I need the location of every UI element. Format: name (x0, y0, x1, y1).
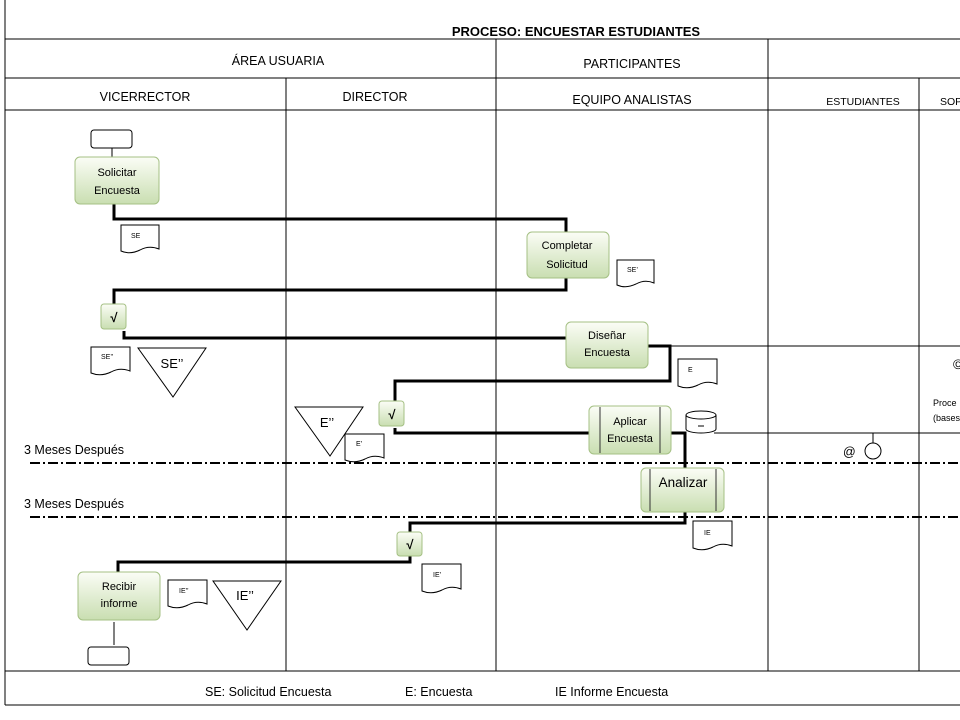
document-e-label: E (688, 367, 693, 374)
process-completar-line1: Completar (542, 240, 593, 252)
document-e-prime-label: E’ (356, 441, 363, 448)
archive-se-double-label: SE’’ (161, 356, 184, 371)
database-icon (685, 410, 717, 434)
table-grid (4, 0, 960, 706)
document-se-label: SE (131, 233, 141, 240)
lane-header-estudiantes: ESTUDIANTES (826, 96, 900, 108)
process-analizar-label: Analizar (659, 475, 708, 490)
archive-se-double: SE’’ (137, 347, 207, 398)
document-ie-prime: IE’ (421, 563, 462, 594)
process-completar-line2: Solicitud (546, 259, 588, 271)
process-solicitar-line1: Solicitar (97, 167, 136, 179)
document-se-prime: SE’ (616, 259, 655, 288)
process-aplicar-line2: Encuesta (607, 433, 654, 445)
lane-header-vicerrector: VICERRECTOR (100, 90, 191, 104)
soporte-symbol: © (953, 356, 960, 372)
document-se-double-label: SE’’ (101, 354, 114, 361)
process-recibir-line1: Recibir (102, 581, 137, 593)
check-mark-2: √ (388, 407, 396, 422)
header-area-usuaria: ÁREA USUARIA (232, 53, 325, 68)
timeline-dividers (30, 462, 960, 518)
header-participantes: PARTICIPANTES (583, 57, 680, 71)
process-solicitar-line2: Encuesta (94, 185, 141, 197)
lane-header-equipo-analistas: EQUIPO ANALISTAS (572, 93, 691, 107)
check-box-1: √ (100, 303, 127, 330)
timeline-label-2: 3 Meses Después (24, 497, 124, 511)
process-recibir-line2: informe (101, 598, 138, 610)
lane-header-soporte: SOP (940, 96, 960, 108)
process-completar-solicitud: Completar Solicitud (526, 231, 610, 279)
archive-e-double-label: E’’ (320, 415, 334, 430)
check-box-2: √ (378, 400, 405, 427)
archive-e-double: E’’ (294, 406, 364, 457)
timeline-label-1: 3 Meses Después (24, 443, 124, 457)
process-disenar-line1: Diseñar (588, 330, 626, 342)
connector-at-symbol: @ (843, 445, 856, 459)
archive-ie-double-label: IE’’ (236, 588, 254, 603)
process-recibir-informe: Recibir informe (77, 571, 161, 621)
start-terminator (90, 129, 133, 149)
check-box-3: √ (396, 531, 423, 557)
check-mark-3: √ (406, 537, 414, 552)
process-title: PROCESO: ENCUESTAR ESTUDIANTES (452, 24, 701, 39)
connector-circle (864, 442, 882, 460)
check-mark-1: √ (110, 310, 118, 325)
process-aplicar-encuesta: Aplicar Encuesta (588, 405, 672, 455)
document-e-prime: E’ (344, 433, 385, 463)
thin-connectors (111, 148, 960, 645)
document-ie-prime-label: IE’ (433, 572, 442, 579)
document-ie-double-label: IE’’ (179, 588, 189, 595)
archive-ie-double: IE’’ (212, 580, 282, 631)
legend-e: E: Encuesta (405, 685, 472, 699)
process-aplicar-line1: Aplicar (613, 416, 647, 428)
legend-ie: IE Informe Encuesta (555, 685, 668, 699)
process-disenar-line2: Encuesta (584, 347, 631, 359)
soporte-note-line2: (bases (933, 413, 960, 423)
document-ie-double: IE’’ (167, 579, 208, 609)
process-solicitar-encuesta: Solicitar Encuesta (74, 156, 160, 205)
end-terminator (87, 646, 130, 666)
document-e: E (677, 358, 718, 389)
soporte-note-line1: Proce (933, 398, 957, 408)
process-analizar: Analizar (640, 467, 725, 513)
lane-header-director: DIRECTOR (342, 90, 407, 104)
document-se: SE (120, 224, 160, 254)
process-disenar-encuesta: Diseñar Encuesta (565, 321, 649, 369)
legend-se: SE: Solicitud Encuesta (205, 685, 332, 699)
document-se-prime-label: SE’ (627, 267, 638, 274)
document-ie: IE (692, 520, 733, 551)
document-se-double: SE’’ (90, 346, 131, 376)
document-ie-label: IE (704, 530, 711, 537)
